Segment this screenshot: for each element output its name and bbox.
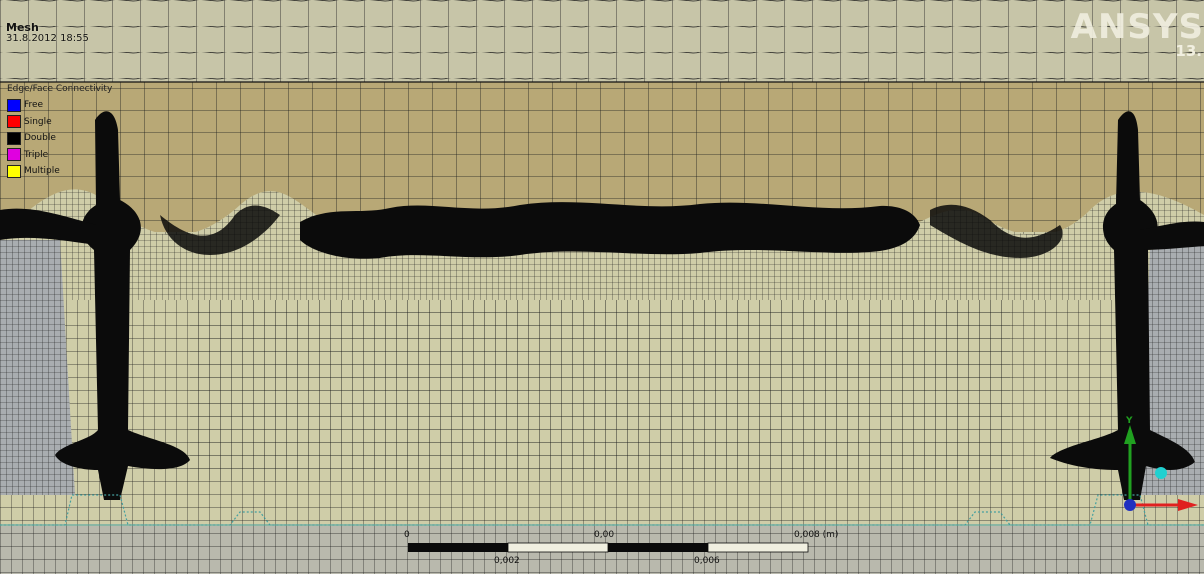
legend-label-free: Free (24, 100, 44, 111)
scale-label-mid: 0,00 (594, 530, 615, 540)
axis-triad (1124, 425, 1198, 511)
legend-label-multiple: Multiple (24, 166, 60, 177)
legend-label-single: Single (24, 116, 52, 127)
scale-label-low-2: 0,006 (694, 556, 720, 566)
legend-label-triple: Triple (24, 149, 49, 160)
left-dense-column (55, 111, 190, 501)
scale-label-end: 0,008 (m) (794, 530, 839, 540)
legend-item: Multiple (7, 163, 112, 180)
legend-item: Free (7, 97, 112, 114)
logo-brand: ANSYS (1070, 7, 1204, 47)
legend-swatch-multiple (7, 164, 21, 178)
center-body-grid (190, 300, 1010, 480)
legend-item: Double (7, 130, 112, 147)
connectivity-legend: Edge/Face Connectivity Free Single Doubl… (7, 84, 112, 180)
right-dense-column (1050, 111, 1195, 501)
scale-bar (408, 542, 809, 553)
legend-swatch-triple (7, 148, 21, 162)
legend-label-double: Double (24, 133, 56, 144)
legend-swatch-double (7, 131, 21, 145)
legend-swatch-single (7, 115, 21, 129)
legend-item: Single (7, 114, 112, 131)
logo-version: 13. (1175, 42, 1202, 60)
legend-swatch-free (7, 98, 21, 112)
view-title: Mesh (6, 21, 39, 34)
view-date: 31.8.2012 18:55 (6, 33, 89, 44)
scale-label-low-1: 0,002 (494, 556, 520, 566)
ansys-logo: ANSYS 13. (1071, 10, 1204, 60)
triad-y-label: Y (1126, 416, 1133, 426)
title-block: Mesh 31.8.2012 18:55 (6, 22, 89, 44)
legend-title: Edge/Face Connectivity (7, 84, 113, 94)
legend-item: Triple (7, 147, 112, 164)
scale-label-start: 0 (404, 530, 410, 540)
dense-mesh-strip (300, 202, 920, 259)
